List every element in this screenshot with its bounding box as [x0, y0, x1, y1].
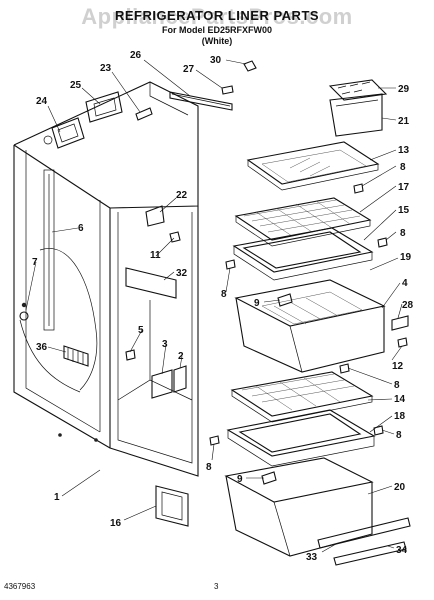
- floor-bracket-16: [155, 485, 189, 527]
- document-number: 4367963: [4, 582, 36, 591]
- screw-30: [243, 60, 257, 72]
- callout-29: 29: [398, 84, 410, 95]
- diagram-title: REFRIGERATOR LINER PARTS: [114, 8, 320, 23]
- callout-24: 24: [36, 96, 48, 107]
- screw-8f: [209, 435, 220, 446]
- screw-11: [169, 231, 181, 243]
- callout-36: 36: [36, 342, 48, 353]
- dairy-bin-21: [329, 93, 383, 137]
- callout-19: 19: [400, 252, 412, 263]
- callout-11: 11: [150, 250, 161, 261]
- wire-shelf-17: [234, 197, 372, 247]
- crisper-pan-20: [224, 457, 374, 557]
- humidity-slide-9b: [261, 471, 277, 485]
- callout-8f: 8: [206, 462, 212, 473]
- callout-18: 18: [394, 411, 406, 422]
- callout-numbers: 30 27 26 23 25 24 29 21 13 8 17 22 15 8 …: [32, 50, 414, 563]
- top-trim-rail: [169, 91, 233, 111]
- bracket-3: [151, 369, 173, 399]
- liner-cabinet: [13, 81, 199, 477]
- humidity-slide-9a: [277, 293, 293, 307]
- screw-8c: [225, 259, 236, 270]
- callout-22: 22: [176, 190, 188, 201]
- callout-2: 2: [178, 351, 184, 362]
- callout-9b: 9: [237, 474, 243, 485]
- lamp-7: [19, 311, 29, 321]
- clip-5: [125, 349, 136, 361]
- finish-label: (White): [201, 36, 233, 46]
- slide-28: [391, 315, 409, 331]
- crisper-pan-19: [234, 279, 386, 373]
- callout-20: 20: [394, 482, 406, 493]
- dairy-door-29: [328, 79, 388, 101]
- glass-shelf-13: [246, 141, 380, 191]
- shelf-frame-18: [226, 409, 376, 467]
- vent-grille: [63, 345, 89, 367]
- callout-32: 32: [176, 268, 188, 279]
- callout-8b: 8: [400, 228, 406, 239]
- screw-8e: [373, 425, 384, 436]
- callout-13: 13: [398, 145, 410, 156]
- callout-25: 25: [70, 80, 82, 91]
- callout-12: 12: [392, 361, 404, 372]
- wire-shelf-14: [230, 371, 374, 423]
- callout-8a: 8: [400, 162, 406, 173]
- screw-8b: [377, 237, 388, 248]
- callout-17: 17: [398, 182, 410, 193]
- callout-14: 14: [394, 394, 406, 405]
- site-watermark: AppliancePartsPros.com: [81, 4, 353, 29]
- callout-33: 33: [306, 552, 318, 563]
- callout-6: 6: [78, 223, 84, 234]
- callout-15: 15: [398, 205, 410, 216]
- screw-12: [397, 337, 408, 348]
- leader-lines: [25, 59, 403, 553]
- callout-8e: 8: [396, 430, 402, 441]
- panel-32: [125, 267, 177, 299]
- callout-8c: 8: [221, 289, 227, 300]
- callout-16: 16: [110, 518, 122, 529]
- trim-34: [333, 541, 407, 566]
- shelf-frame-15: [232, 227, 374, 281]
- screw-8d: [339, 363, 350, 374]
- callout-1: 1: [54, 492, 60, 503]
- callout-21: 21: [398, 116, 410, 127]
- callout-5: 5: [138, 325, 144, 336]
- callout-28: 28: [402, 300, 414, 311]
- callout-3: 3: [162, 339, 168, 350]
- clip-27: [221, 85, 234, 95]
- bracket-2: [173, 365, 187, 393]
- thermostat-bulb: [135, 107, 153, 121]
- model-number: For Model ED25RFXFW00: [161, 25, 272, 35]
- bracket-22: [145, 205, 165, 227]
- callout-26: 26: [130, 50, 142, 61]
- callout-9a: 9: [254, 298, 260, 309]
- callout-27: 27: [183, 64, 195, 75]
- screw-8a: [353, 183, 364, 194]
- callout-4: 4: [402, 278, 408, 289]
- trim-33: [317, 517, 411, 549]
- callout-7: 7: [32, 257, 38, 268]
- page-number: 3: [214, 582, 219, 591]
- callout-34: 34: [396, 545, 408, 556]
- callout-30: 30: [210, 55, 222, 66]
- control-housing: [85, 91, 123, 123]
- callout-8d: 8: [394, 380, 400, 391]
- callout-23: 23: [100, 63, 112, 74]
- light-socket-assembly: [43, 117, 85, 149]
